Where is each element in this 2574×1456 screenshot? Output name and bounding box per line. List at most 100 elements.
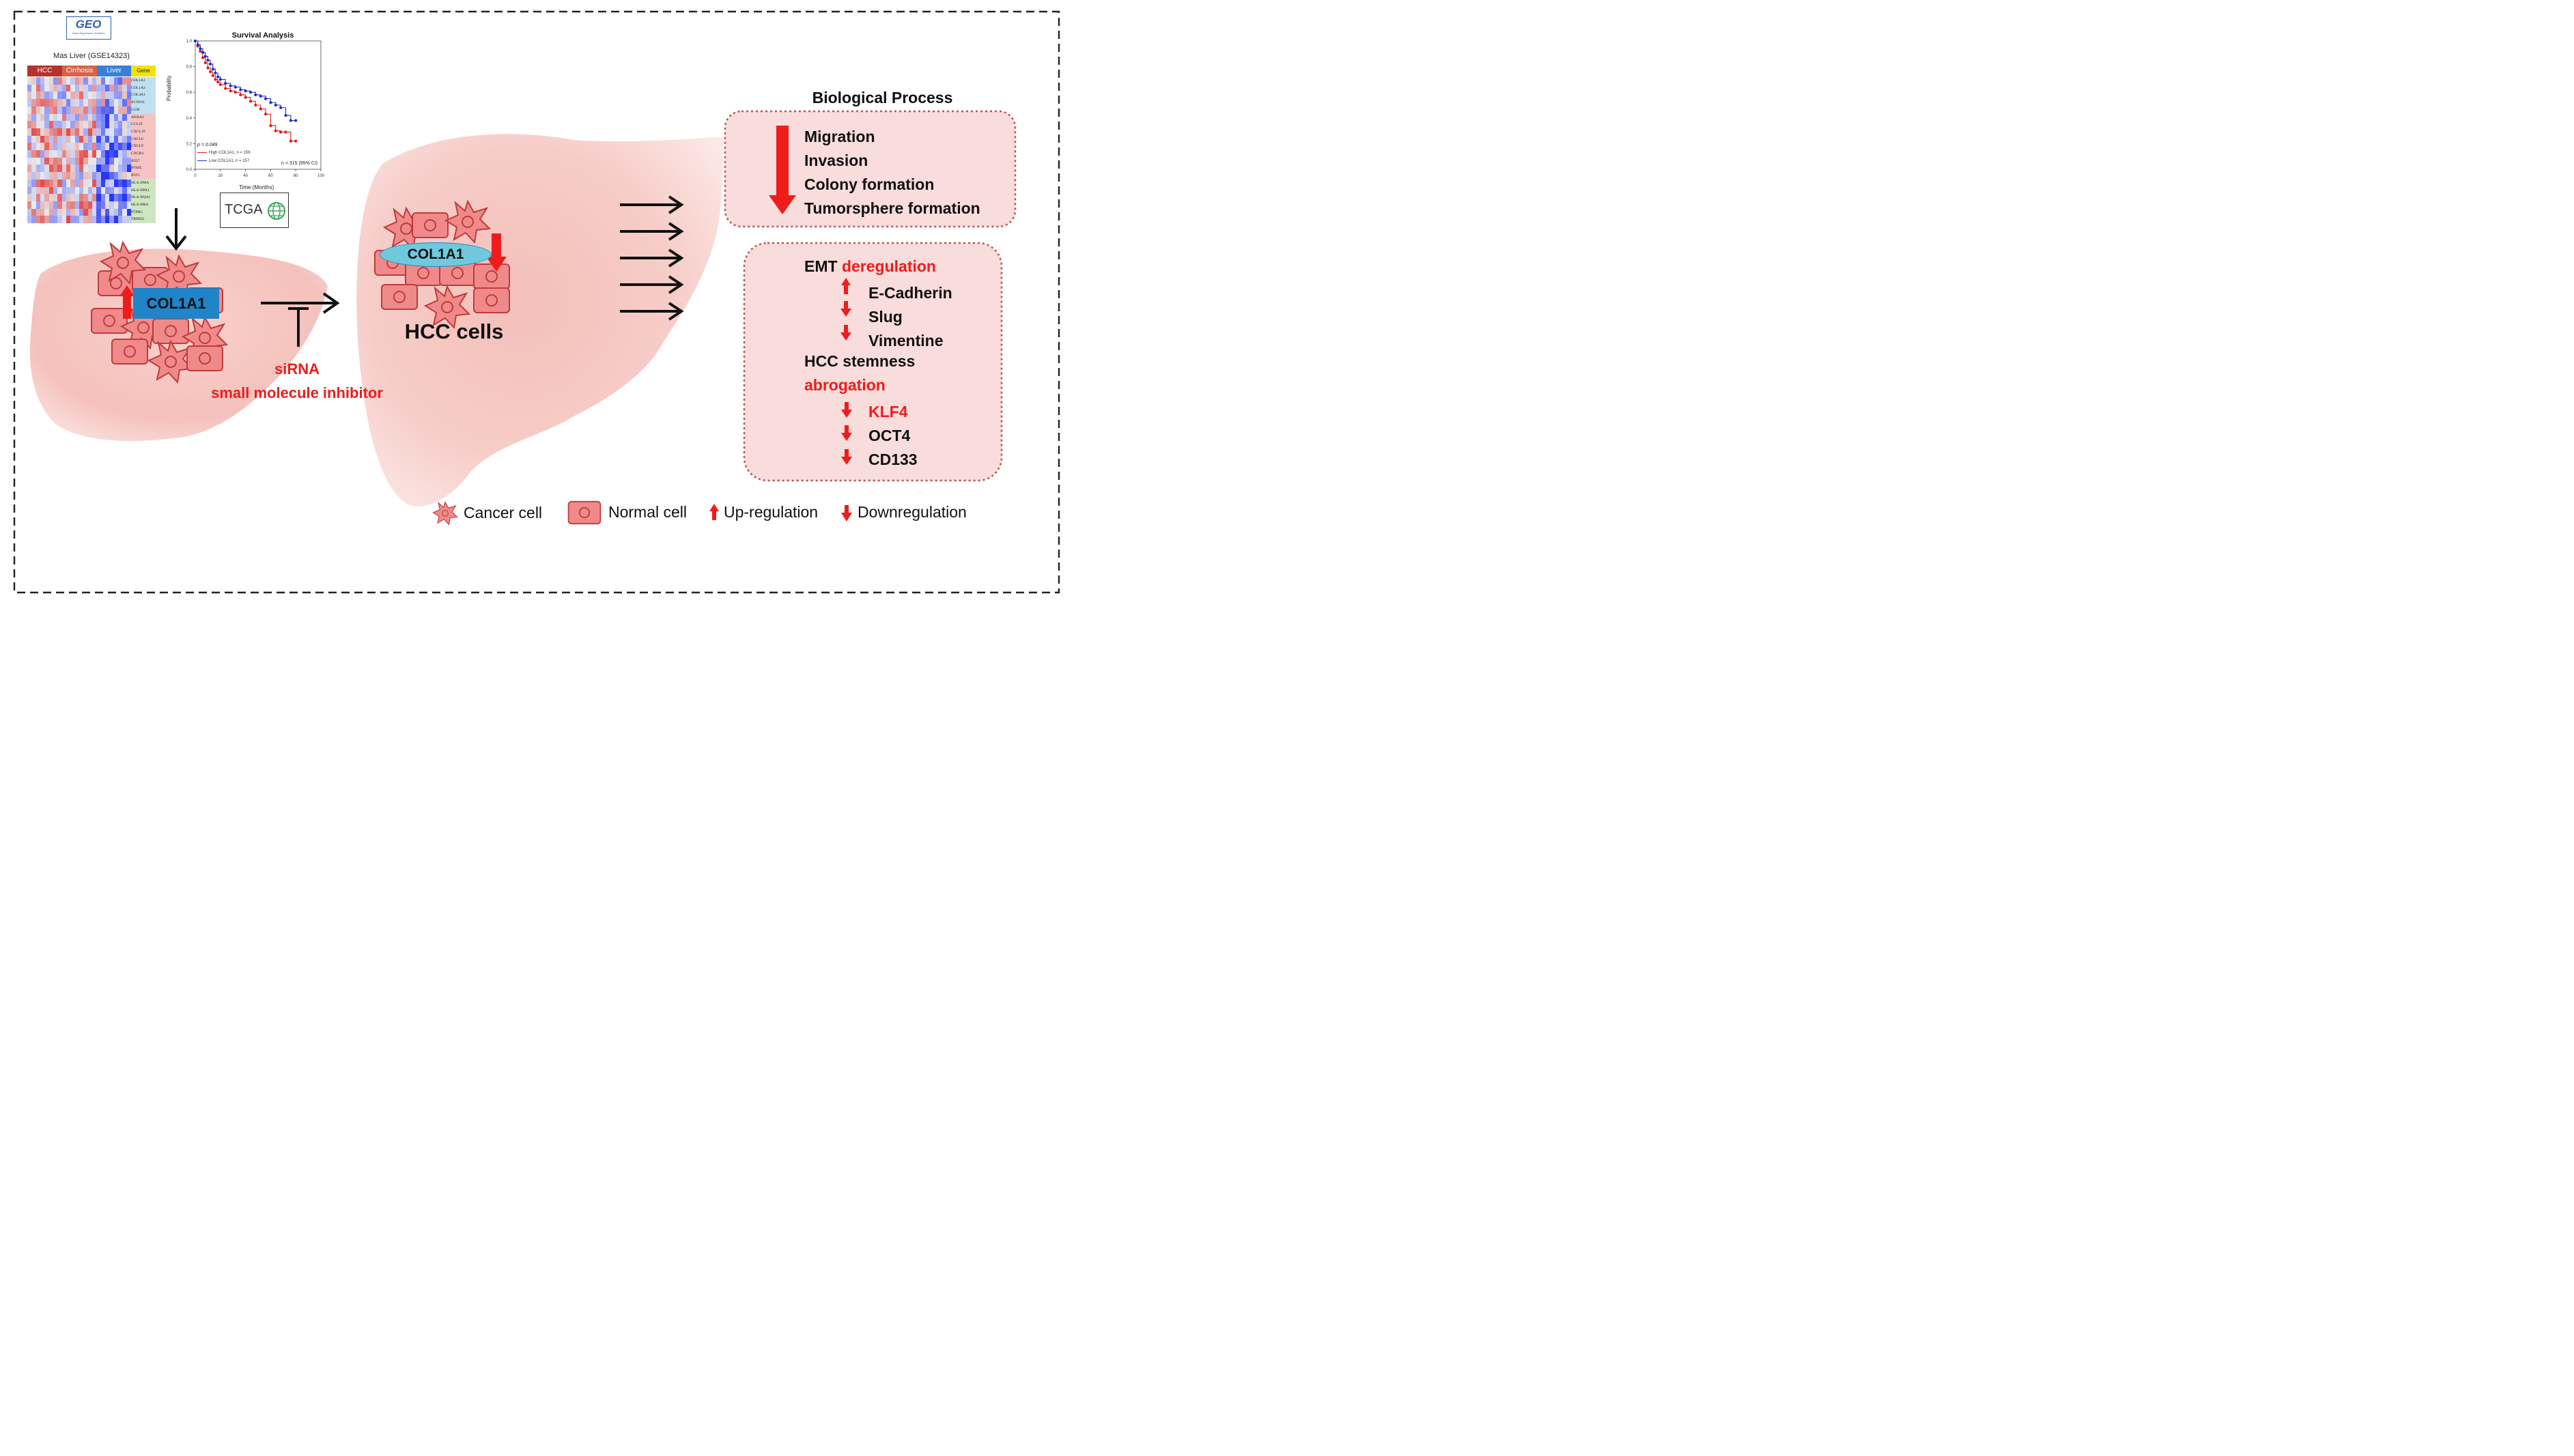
- marker-oct4: OCT4: [868, 427, 911, 444]
- survival-point: [214, 78, 217, 81]
- heatmap-cell: [61, 201, 67, 210]
- heatmap-cell: [27, 91, 32, 100]
- heatmap-cell: [57, 143, 63, 151]
- heatmap-cell: [36, 157, 41, 165]
- survival-xlabel: Time (Months): [239, 184, 274, 190]
- heatmap-cell: [100, 128, 106, 137]
- heatmap-cell: [96, 194, 102, 202]
- heatmap-cell: [74, 77, 80, 85]
- col1a1-label-left: COL1A1: [133, 288, 219, 319]
- heatmap-cell: [109, 165, 115, 173]
- heatmap-cell: [31, 128, 37, 137]
- heatmap-cell: [27, 84, 32, 92]
- heatmap-cell: [79, 106, 84, 114]
- heatmap-cell: [105, 172, 110, 180]
- heatmap-cell: [118, 216, 123, 224]
- heatmap-cell: [61, 84, 67, 92]
- survival-point: [224, 87, 227, 90]
- heatmap-cell: [109, 143, 115, 151]
- heatmap-gene-band-green: [131, 179, 156, 223]
- emt-markers: E-Cadherin Slug Vimentine: [868, 281, 952, 353]
- survival-point: [234, 85, 237, 89]
- heatmap-cell: [87, 77, 93, 85]
- heatmap-cell: [113, 201, 119, 210]
- heatmap-cell: [118, 201, 123, 210]
- heatmap-cell: [109, 135, 115, 143]
- heatmap-cell: [27, 179, 32, 187]
- heatmap-cell: [113, 179, 119, 187]
- heatmap-cell: [126, 165, 132, 173]
- biological-process-list: Migration Invasion Colony formation Tumo…: [804, 125, 980, 220]
- heatmap-title: Mas Liver (GSE14323): [53, 52, 130, 60]
- emt-deregulation: deregulation: [841, 257, 936, 275]
- heatmap-cell: [53, 143, 58, 151]
- legend-normal-cell-icon: [567, 500, 602, 525]
- heatmap-cell: [70, 84, 76, 92]
- survival-point: [289, 139, 292, 143]
- heatmap-cell: [105, 208, 110, 216]
- heatmap-cell: [48, 186, 54, 195]
- heatmap-cell: [70, 91, 76, 100]
- heatmap-cell: [109, 216, 115, 224]
- heatmap-cell: [36, 201, 41, 210]
- heatmap-cell: [74, 165, 80, 173]
- heatmap-cell: [126, 77, 132, 85]
- heatmap-cell: [53, 179, 58, 187]
- survival-point: [193, 39, 197, 43]
- heatmap-gene-label: CCL19: [131, 122, 143, 127]
- heatmap-cell: [118, 186, 123, 195]
- heatmap-cell: [40, 113, 45, 122]
- heatmap-cell: [66, 150, 71, 158]
- heatmap-cell: [96, 157, 102, 165]
- heatmap-cell: [48, 157, 54, 165]
- biological-process-box: [724, 110, 1017, 228]
- heatmap-cell: [40, 208, 45, 216]
- y-tick-label: 0.4: [186, 117, 193, 121]
- heatmap-cell: [44, 106, 50, 114]
- heatmap-cell: [44, 128, 50, 137]
- heatmap-cell: [83, 201, 89, 210]
- heatmap-cell: [31, 150, 37, 158]
- heatmap-cell: [27, 194, 32, 202]
- bp-down-arrow-icon: [769, 126, 796, 214]
- heatmap-cell: [74, 172, 80, 180]
- heatmap-cell: [44, 208, 50, 216]
- heatmap-cell: [70, 113, 76, 122]
- heatmap-col-cirrhosis: Cirrhosis: [62, 66, 97, 76]
- heatmap-cell: [118, 208, 123, 216]
- heatmap-cell: [66, 186, 71, 195]
- heatmap-cell: [105, 150, 110, 158]
- heatmap-cell: [70, 186, 76, 195]
- heatmap-cell: [40, 165, 45, 173]
- heatmap-cell: [70, 106, 76, 114]
- heatmap-cell: [96, 84, 102, 92]
- survival-point: [284, 113, 287, 117]
- heatmap-cell: [79, 84, 84, 92]
- heatmap-cell: [27, 216, 32, 224]
- heatmap-gene-label: HLA-DRA: [131, 202, 149, 207]
- heatmap-cell: [96, 150, 102, 158]
- heatmap-cell: [27, 157, 32, 165]
- heatmap-cell: [92, 172, 97, 180]
- heatmap-cell: [87, 121, 93, 129]
- heatmap-cell: [40, 121, 45, 129]
- heatmap-cell: [126, 121, 132, 129]
- heatmap-cell: [74, 121, 80, 129]
- heatmap-cell: [31, 143, 37, 151]
- plot-area: [195, 40, 322, 170]
- heatmap-cell: [113, 143, 119, 151]
- heatmap-cell: [74, 113, 80, 122]
- heatmap-cell: [87, 172, 93, 180]
- heatmap-cell: [87, 150, 93, 158]
- heatmap-cell: [113, 84, 119, 92]
- heatmap-gene-label: COL1A2: [131, 85, 145, 90]
- survival-point: [201, 51, 205, 55]
- heatmap-cell: [66, 99, 71, 107]
- heatmap-cell: [53, 150, 58, 158]
- heatmap-cell: [70, 172, 76, 180]
- heatmap-cell: [118, 91, 123, 100]
- heatmap-cell: [92, 179, 97, 187]
- heatmap-cell: [122, 135, 128, 143]
- heatmap-gene-label: CXCR4: [131, 152, 144, 156]
- survival-point: [218, 78, 222, 81]
